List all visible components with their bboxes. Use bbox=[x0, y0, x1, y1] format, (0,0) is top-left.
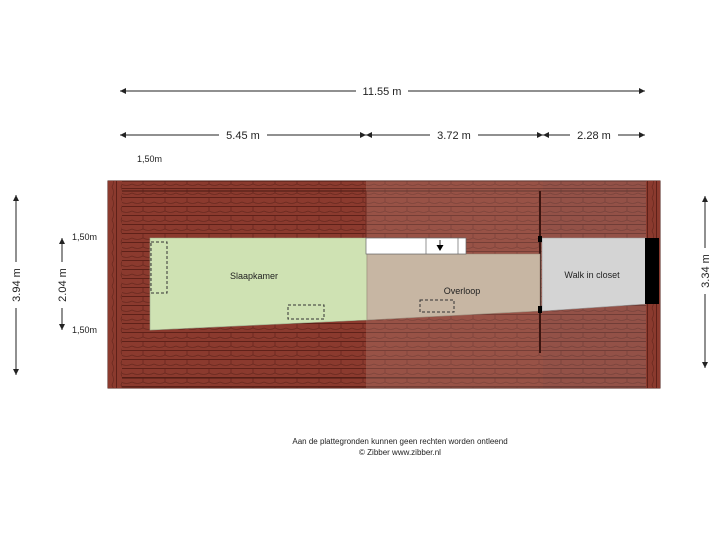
skylight-bottom-2 bbox=[419, 299, 455, 313]
left-outer-height-label: 3.94 m bbox=[11, 268, 23, 302]
rooms: Slaapkamer Overloop Walk in closet bbox=[149, 236, 659, 331]
disclaimer-text: Aan de plattegronden kunnen geen rechten… bbox=[292, 437, 507, 446]
room-label-slaapkamer: Slaapkamer bbox=[230, 271, 278, 281]
skylight-bottom-1 bbox=[287, 304, 325, 320]
wall-closet-bottom bbox=[538, 306, 542, 313]
left-inner-height-label: 2.04 m bbox=[57, 268, 69, 302]
segment-2-label: 3.72 m bbox=[437, 130, 471, 142]
staircase bbox=[365, 237, 467, 255]
segment-3-label: 2.28 m bbox=[577, 130, 611, 142]
room-label-overloop: Overloop bbox=[444, 286, 481, 296]
room-label-walk-in-closet: Walk in closet bbox=[564, 270, 620, 280]
lower-note: 1,50m bbox=[72, 325, 97, 335]
top-note: 1,50m bbox=[137, 154, 162, 164]
segment-1-label: 5.45 m bbox=[226, 130, 260, 142]
wall-right bbox=[645, 238, 659, 304]
copyright-text: © Zibber www.zibber.nl bbox=[359, 448, 441, 457]
wall-closet-top bbox=[538, 236, 542, 242]
upper-note: 1,50m bbox=[72, 232, 97, 242]
footer: Aan de plattegronden kunnen geen rechten… bbox=[292, 437, 507, 457]
dimensions: 11.55 m 5.45 m 3.72 m 2.28 m 1,50m 3.94 … bbox=[9, 84, 712, 375]
room-slaapkamer[interactable] bbox=[149, 237, 368, 331]
right-height-label: 3.34 m bbox=[700, 254, 712, 288]
skylight-left bbox=[150, 241, 168, 294]
total-width-label: 11.55 m bbox=[363, 86, 402, 98]
